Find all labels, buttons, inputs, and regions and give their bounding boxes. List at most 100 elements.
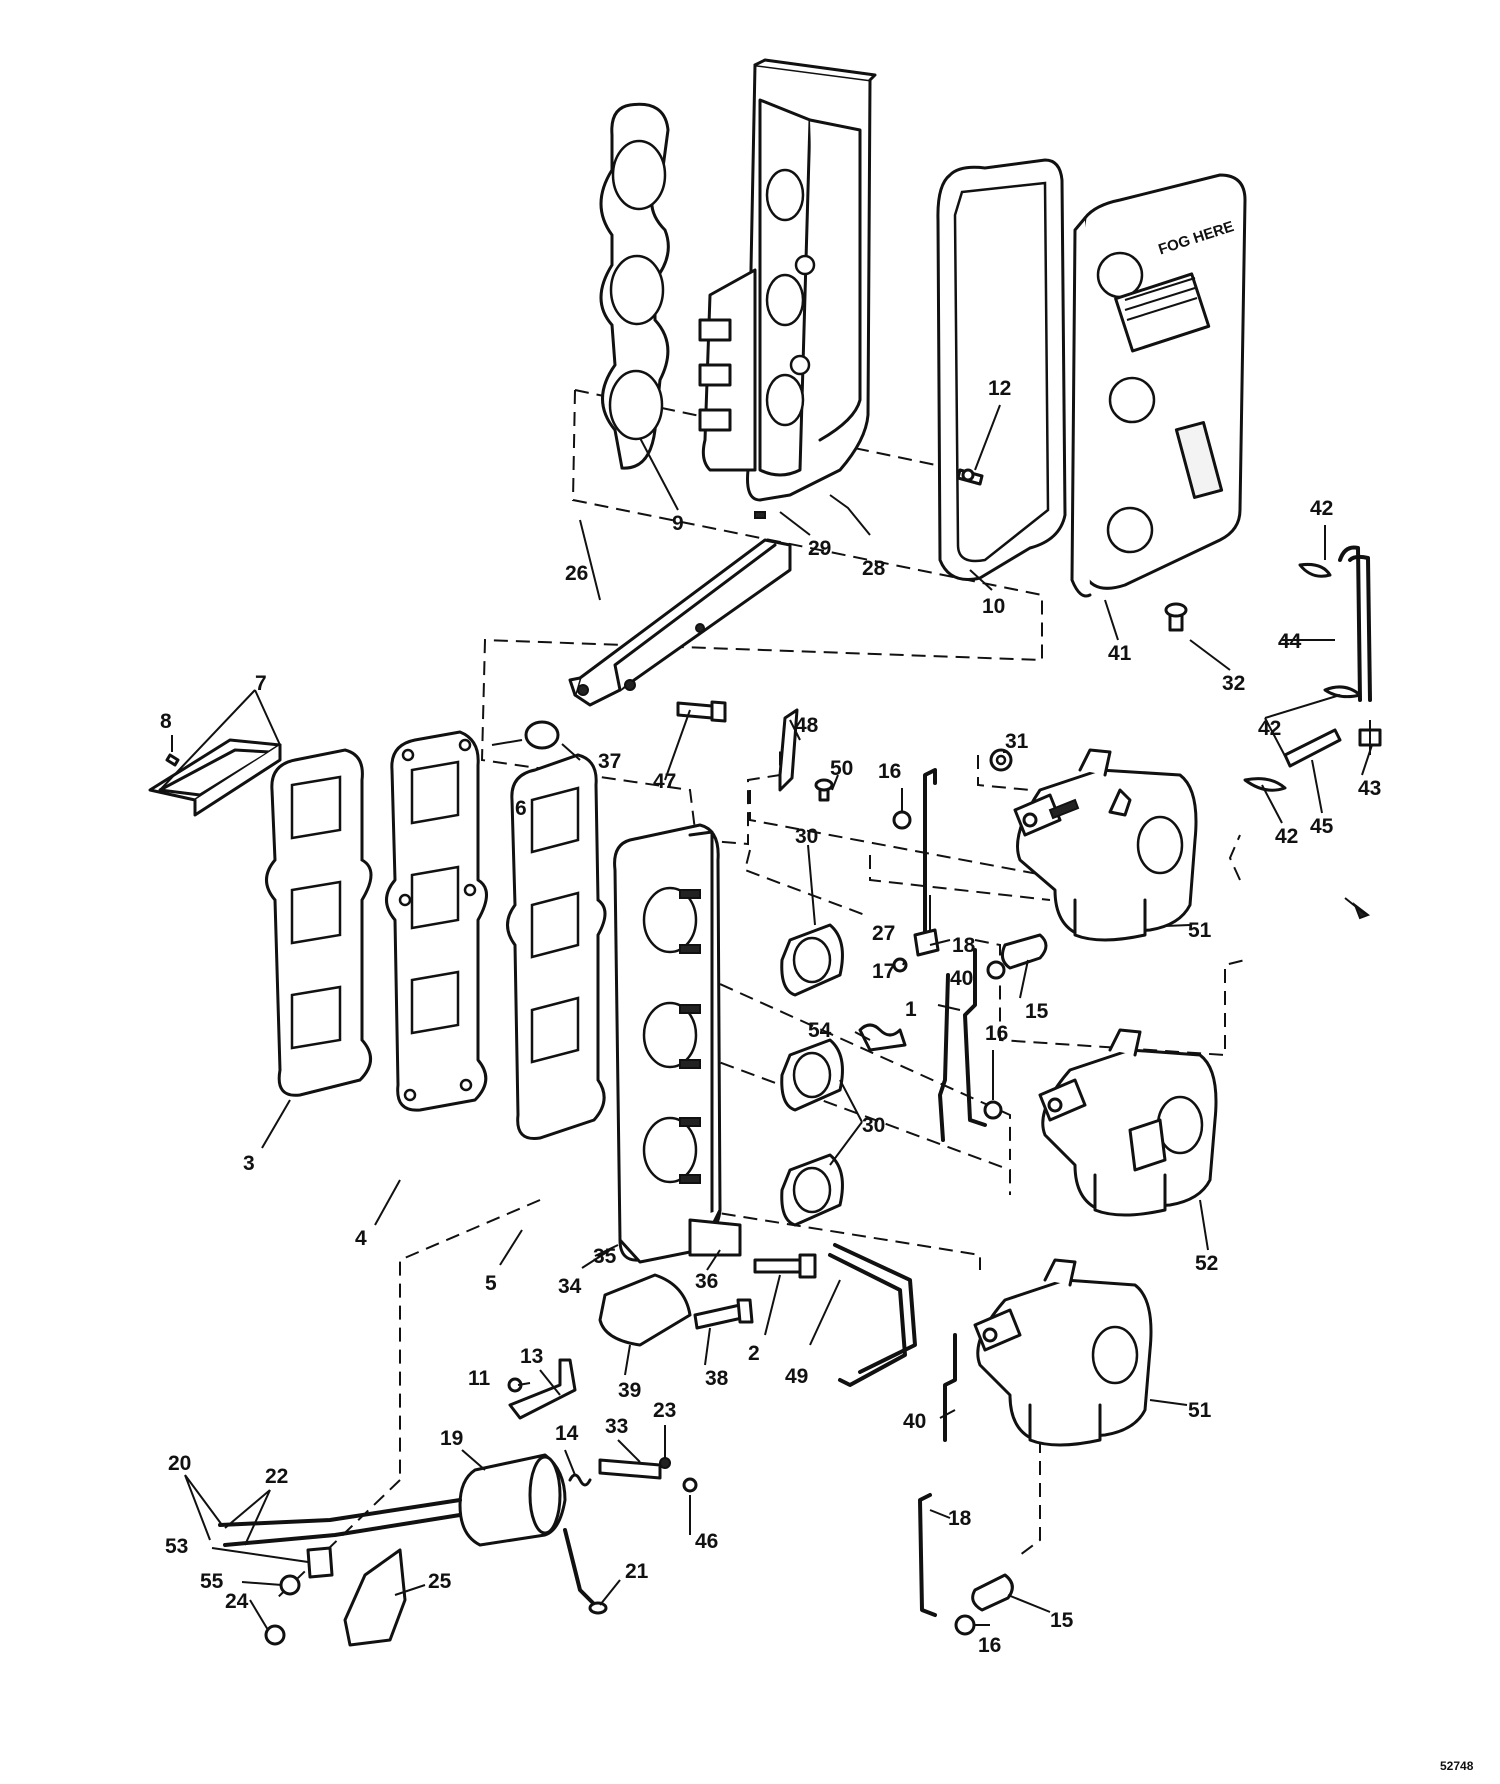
- carburetor-upper-51: [1013, 748, 1198, 942]
- callout-21: 21: [625, 1560, 649, 1583]
- nut-31: [989, 748, 1013, 772]
- enrichener-body-39: [598, 1273, 692, 1347]
- screw-38: [693, 1298, 754, 1330]
- lever-15-upper: [1000, 933, 1048, 970]
- ball-16-low: [983, 1100, 1003, 1120]
- plunger-33: [598, 1458, 662, 1480]
- hose-45: [1283, 728, 1342, 768]
- callout-38: 38: [705, 1367, 729, 1390]
- bracket-13: [508, 1358, 577, 1420]
- drawing-serial-number: 52748: [1440, 1759, 1474, 1773]
- callout-51-lower: 51: [1188, 1399, 1212, 1422]
- callout-19: 19: [440, 1427, 463, 1450]
- carb-gasket-upper-30: [780, 923, 844, 997]
- callout-37: 37: [598, 750, 621, 773]
- screw-8: [165, 753, 180, 767]
- callout-41: 41: [1108, 642, 1132, 665]
- callout-15-lower: 15: [1050, 1609, 1074, 1632]
- intake-silencer-28: [698, 58, 877, 502]
- callout-24: 24: [225, 1590, 249, 1613]
- screw-50: [814, 778, 834, 802]
- callout-30-lower: 30: [862, 1114, 885, 1137]
- callout-17: 17: [872, 960, 895, 983]
- callout-18-upper: 18: [952, 934, 976, 957]
- callout-42-mid: 42: [1258, 717, 1281, 740]
- callout-46: 46: [695, 1530, 718, 1553]
- callout-43: 43: [1358, 777, 1381, 800]
- callout-5: 5: [485, 1272, 497, 1295]
- lever-15-lower: [971, 1573, 1014, 1612]
- clamp-42-upper: [1298, 563, 1332, 578]
- callout-11: 11: [468, 1367, 491, 1390]
- screw-32: [1164, 602, 1188, 632]
- callout-34: 34: [558, 1275, 582, 1298]
- callout-54: 54: [808, 1019, 832, 1042]
- callout-49: 49: [785, 1365, 808, 1388]
- callout-28: 28: [862, 557, 886, 580]
- intake-cover-41: FOG HERE: [1070, 173, 1247, 598]
- ball-16-mid: [986, 960, 1006, 980]
- callout-42-lower: 42: [1275, 825, 1298, 848]
- bracket-48: [778, 708, 799, 792]
- cover-25: [343, 1548, 407, 1647]
- carb-gasket-middle-30: [780, 1038, 844, 1112]
- intake-gasket-9: [599, 102, 670, 470]
- callout-45: 45: [1310, 815, 1334, 838]
- callout-16-upper: 16: [878, 760, 901, 783]
- fuel-hoses: [1243, 545, 1382, 792]
- callout-36: 36: [695, 1270, 718, 1293]
- screw-47: [676, 700, 727, 723]
- carburetor-lower-51: [973, 1258, 1153, 1447]
- callout-30-upper: 30: [795, 825, 818, 848]
- carb-gasket-lower-30: [780, 1153, 844, 1227]
- callout-numbers: 9 29 28 12 10 41 32 42 44 42 43 45 42 26…: [160, 377, 1381, 1657]
- upper-hardware: [148, 468, 1188, 817]
- clamp-53: [306, 1546, 334, 1579]
- screw-2: [753, 1253, 817, 1279]
- callout-14: 14: [555, 1422, 579, 1445]
- callout-18-lower: 18: [948, 1507, 972, 1530]
- hose-49: [828, 1243, 917, 1387]
- linkage-hardware: [858, 748, 1048, 1636]
- callout-9: 9: [672, 512, 684, 535]
- callout-6: 6: [515, 797, 527, 820]
- gasket-3: [265, 748, 373, 1097]
- ball-16-upper: [892, 810, 912, 830]
- callout-32: 32: [1222, 672, 1245, 695]
- callout-48: 48: [795, 714, 819, 737]
- spring-14: [568, 1473, 592, 1487]
- callout-39: 39: [618, 1379, 641, 1402]
- callout-4: 4: [355, 1227, 367, 1250]
- hose-44: [1338, 545, 1372, 702]
- clamp-42-lower: [1243, 777, 1287, 792]
- pin-23: [659, 1457, 671, 1469]
- direction-arrow-icon: [1344, 897, 1371, 920]
- callout-53: 53: [165, 1535, 188, 1558]
- carburetor-middle-52: [1038, 1028, 1218, 1217]
- callout-25: 25: [428, 1570, 452, 1593]
- wires-20-22: [218, 1498, 462, 1547]
- screw-17: [892, 957, 908, 973]
- gasket-4: [385, 730, 488, 1112]
- callout-8: 8: [160, 710, 172, 733]
- callout-22: 22: [265, 1465, 288, 1488]
- reed-valve-7: [148, 738, 282, 817]
- plug-37: [524, 720, 560, 750]
- callout-55: 55: [200, 1570, 224, 1593]
- callout-15-upper: 15: [1025, 1000, 1049, 1023]
- callout-16-mid: 16: [985, 1022, 1008, 1045]
- clamp-42-mid: [1323, 685, 1362, 699]
- callout-51-upper: 51: [1188, 919, 1212, 942]
- callout-40-lower: 40: [903, 1410, 926, 1433]
- callout-23: 23: [653, 1399, 676, 1422]
- callout-44: 44: [1278, 630, 1302, 653]
- gasket-5: [506, 753, 607, 1141]
- spring-54: [858, 1023, 907, 1052]
- callout-7: 7: [255, 672, 267, 695]
- washer-46: [682, 1477, 698, 1493]
- screw-12: [956, 468, 984, 486]
- callout-31: 31: [1005, 730, 1029, 753]
- callout-3: 3: [243, 1152, 255, 1175]
- solenoid-19: [458, 1453, 567, 1547]
